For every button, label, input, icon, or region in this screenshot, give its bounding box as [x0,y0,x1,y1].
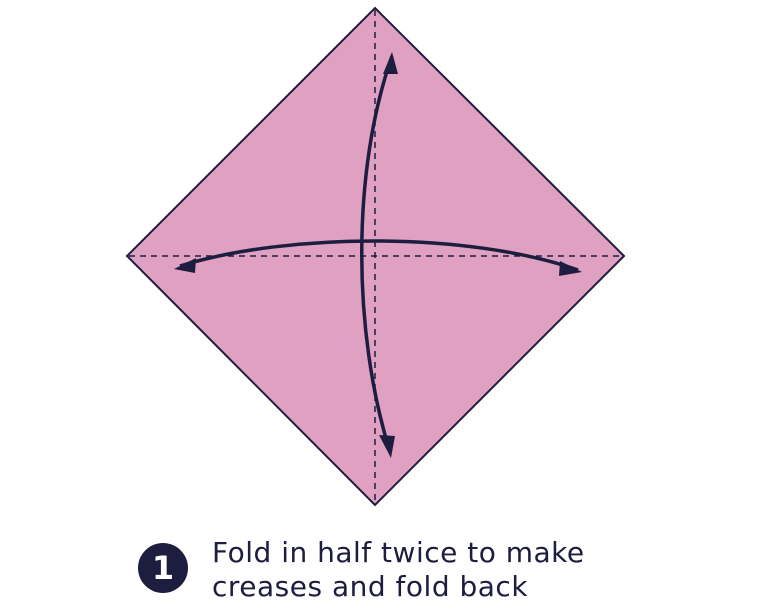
vertical-fold-arrow-icon [360,52,398,458]
step-instruction-line-2: creases and fold back [212,570,529,603]
horizontal-fold-arrow-icon [174,239,582,276]
step-instruction: 1 Fold in half twice to make creases and… [138,536,585,606]
step-number-badge: 1 [138,543,188,593]
step-instruction-line-1: Fold in half twice to make [212,536,585,569]
step-instruction-text: Fold in half twice to make creases and f… [212,536,585,604]
